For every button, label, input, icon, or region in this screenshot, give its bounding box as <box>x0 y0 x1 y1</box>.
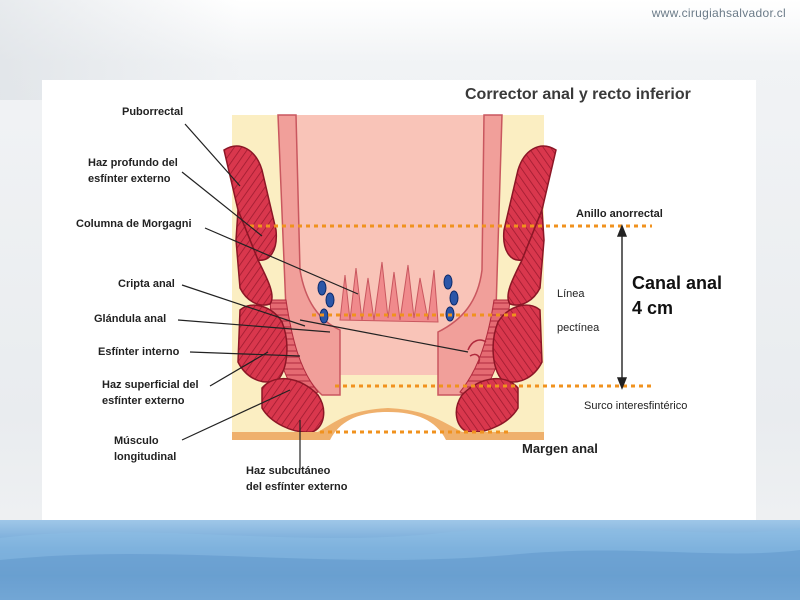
left-anal-glands <box>317 280 335 324</box>
label-linea: Línea <box>557 288 585 300</box>
reference-lines <box>250 224 655 434</box>
label-margen-anal: Margen anal <box>522 441 598 456</box>
left-deep-external-sphincter <box>235 209 273 306</box>
right-superficial-external-sphincter <box>492 304 543 383</box>
label-puborrectal: Puborrectal <box>122 106 184 118</box>
canal-anal-measure <box>616 224 628 390</box>
label-columna-morgagni: Columna de Morgagni <box>76 218 192 230</box>
right-puborectalis <box>502 145 557 261</box>
footer-wave <box>0 527 800 600</box>
label-haz-superficial-1: Haz superficial del <box>102 379 199 391</box>
morgagni-columns <box>339 261 439 323</box>
label-haz-superficial-2: esfínter externo <box>102 395 185 407</box>
left-puborectalis <box>223 145 278 261</box>
right-deep-external-sphincter <box>507 209 545 306</box>
label-haz-profundo-2: esfínter externo <box>88 173 171 185</box>
label-esfinter-interno: Esfínter interno <box>98 346 180 358</box>
label-anillo-anorrectal: Anillo anorrectal <box>576 208 663 220</box>
label-musculo-2: longitudinal <box>114 451 177 463</box>
diagram-title: Corrector anal y recto inferior <box>465 86 691 103</box>
label-surco-interesfinterico: Surco interesfintérico <box>584 400 688 412</box>
label-haz-profundo-1: Haz profundo del <box>88 157 178 169</box>
label-pectinea: pectínea <box>557 322 600 334</box>
label-glandula-anal: Glándula anal <box>94 313 167 325</box>
label-cripta-anal: Cripta anal <box>118 278 175 290</box>
leader-lines <box>177 123 469 470</box>
label-musculo-1: Músculo <box>114 435 159 447</box>
label-haz-subcutaneo-2: del esfínter externo <box>246 481 348 493</box>
label-haz-subcutaneo-1: Haz subcutáneo <box>246 465 331 477</box>
label-canal-anal: Canal anal <box>632 273 723 293</box>
label-canal-anal-length: 4 cm <box>632 298 674 318</box>
right-subcutaneous-external-sphincter <box>455 377 519 433</box>
site-url[interactable]: www.cirugiahsalvador.cl <box>651 6 786 20</box>
anal-gland-duct <box>467 339 487 365</box>
left-subcutaneous-external-sphincter <box>261 377 325 433</box>
